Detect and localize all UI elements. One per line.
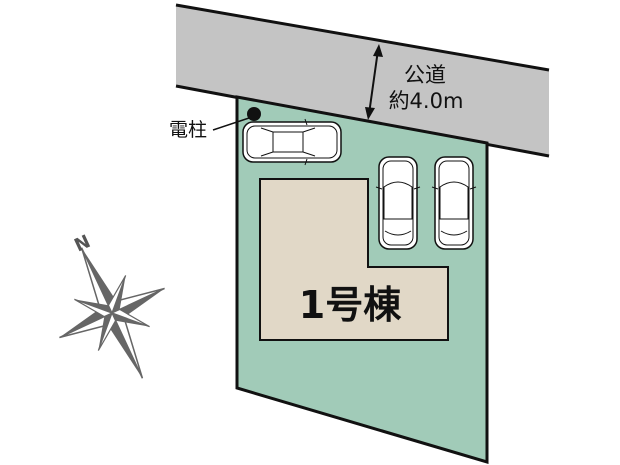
car-icon: [242, 118, 342, 166]
building-label: 1号棟: [299, 283, 402, 327]
compass-rose-icon: [59, 247, 165, 379]
road-width: 約4.0m: [389, 89, 464, 113]
road-width-arrow: [365, 44, 383, 120]
car-icon: [375, 156, 421, 250]
road-name: 公道: [404, 63, 446, 87]
utility-pole-label: 電柱: [169, 119, 207, 141]
public-road: [176, 5, 549, 156]
car-icon: [431, 156, 477, 250]
building-1: [259, 178, 449, 341]
compass-north-label: N: [71, 231, 94, 256]
utility-pole-icon: [247, 107, 261, 121]
